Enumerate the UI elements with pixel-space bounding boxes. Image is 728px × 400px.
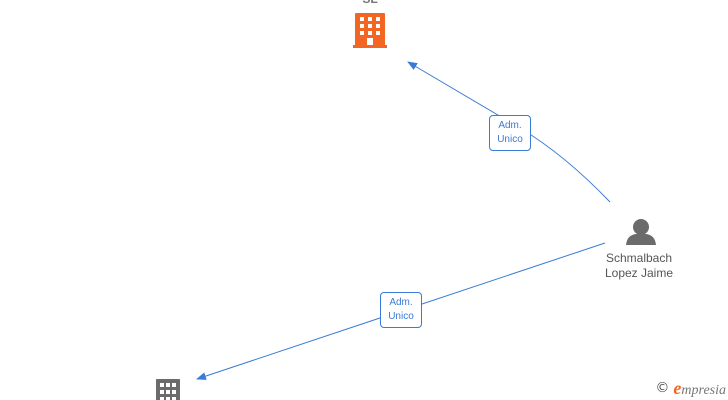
edge-label-line1: Adm. — [498, 120, 522, 131]
person-label-line2: Lopez Jaime — [604, 266, 674, 280]
brand-rest: mpresia — [681, 382, 726, 398]
person-label[interactable]: Schmalbach Lopez Jaime — [596, 251, 682, 281]
building-icon-bottom[interactable] — [156, 379, 180, 400]
edge-label-top[interactable]: Adm. Unico — [489, 115, 531, 151]
brand-initial: e — [673, 377, 682, 398]
building-icon[interactable] — [353, 13, 387, 48]
copyright-symbol: © — [655, 380, 670, 396]
person-label-line1: Schmalbach — [605, 251, 673, 265]
empresia-watermark: © empresia — [655, 378, 726, 398]
edge-label-line2: Unico — [388, 311, 414, 322]
edge-label-line2: Unico — [497, 134, 523, 145]
edge-label-line1: Adm. — [389, 297, 413, 308]
brand-logo: empresia — [673, 378, 726, 399]
company-label-top[interactable]: SL — [356, 0, 384, 7]
edge-label-bottom[interactable]: Adm. Unico — [380, 292, 422, 328]
person-icon[interactable] — [626, 219, 656, 245]
